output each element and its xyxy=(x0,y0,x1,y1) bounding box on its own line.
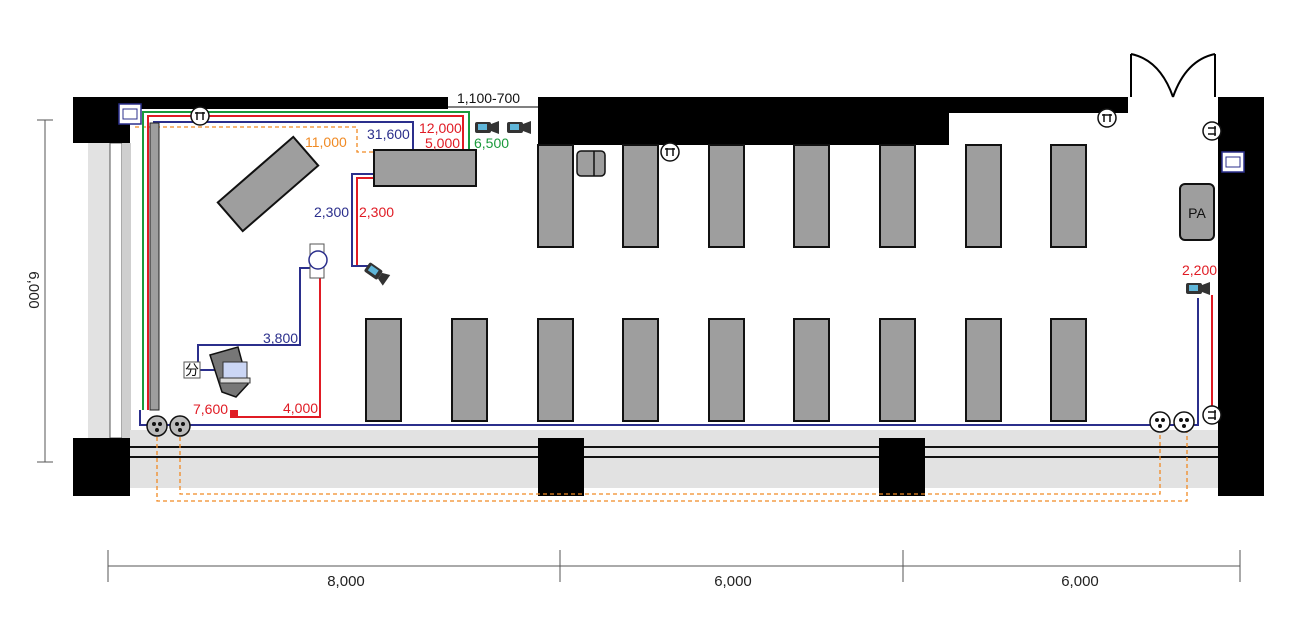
blue-cable-mic xyxy=(197,267,312,370)
pillar-bottom-right xyxy=(879,438,925,496)
red-cable-mic xyxy=(233,276,321,418)
floor-outlet-icon xyxy=(169,415,191,437)
splitter-label: 分 xyxy=(185,362,199,378)
label-6500: 6,500 xyxy=(474,135,509,151)
outlet-icon xyxy=(190,106,210,126)
label-7600: 7,600 xyxy=(193,401,228,417)
left-rack xyxy=(149,122,160,411)
label-4000: 4,000 xyxy=(283,400,318,416)
red-cable-cam xyxy=(356,177,374,267)
floor-outlet-icon xyxy=(146,415,168,437)
video-camera-icon xyxy=(507,121,531,134)
bottom-window-strip xyxy=(130,430,1220,488)
pillar-bottom-left xyxy=(73,438,130,496)
pa-label: PA xyxy=(1188,205,1206,221)
chair-icon xyxy=(576,150,606,177)
label-2300-red: 2,300 xyxy=(359,204,394,220)
left-sill xyxy=(122,143,131,438)
left-window-frame xyxy=(109,142,123,439)
floor-outlet-icon xyxy=(1149,411,1171,433)
outlet-icon xyxy=(660,142,680,162)
bottom-dimension-3: 6,000 xyxy=(1061,573,1099,590)
blue-cable-main xyxy=(139,298,1199,426)
outlet-icon xyxy=(1202,121,1222,141)
pa-box xyxy=(1179,183,1215,241)
splitter-box xyxy=(183,361,201,379)
video-camera-icon xyxy=(1186,282,1210,295)
wall-top-left xyxy=(130,97,448,109)
label-2200: 2,200 xyxy=(1182,262,1217,278)
label-2300-blue: 2,300 xyxy=(314,204,349,220)
wall-top-right xyxy=(949,97,1128,113)
pillar-bottom-center xyxy=(538,438,584,496)
floor-outlet-icon xyxy=(1173,411,1195,433)
left-dimension-label: 6,000 xyxy=(25,271,42,309)
bottom-dimension-2: 6,000 xyxy=(714,573,752,590)
video-camera-icon xyxy=(364,262,391,286)
desk-row-top xyxy=(537,144,1087,248)
microphone-icon xyxy=(308,243,328,279)
bottom-dimension xyxy=(107,550,1241,582)
label-11000: 11,000 xyxy=(305,134,347,150)
connector-box xyxy=(230,410,238,418)
opening-dimension: 1,100-700 xyxy=(457,90,520,106)
red-cable-main xyxy=(147,115,464,410)
wall-top-center xyxy=(538,97,949,145)
outlet-icon xyxy=(1097,108,1117,128)
door-icon xyxy=(1130,53,1216,98)
label-3800: 3,800 xyxy=(263,330,298,346)
left-window-strip xyxy=(88,143,110,438)
laptop-icon xyxy=(209,346,251,398)
left-dimension xyxy=(37,119,53,463)
network-port-icon xyxy=(118,103,142,125)
tilted-table xyxy=(216,135,320,233)
label-31600: 31,600 xyxy=(367,126,410,142)
label-12000: 12,000 xyxy=(419,120,462,136)
orange-cable xyxy=(135,126,1188,502)
front-desk xyxy=(373,149,477,187)
label-5000: 5,000 xyxy=(425,135,460,151)
network-port-icon xyxy=(1221,151,1245,173)
video-camera-icon xyxy=(475,121,499,134)
outlet-icon xyxy=(1202,405,1222,425)
blue-cable-cam xyxy=(351,173,374,267)
bottom-dimension-1: 8,000 xyxy=(327,573,365,590)
blue-cable-top xyxy=(153,121,414,150)
desk-row-bottom xyxy=(365,318,1087,422)
